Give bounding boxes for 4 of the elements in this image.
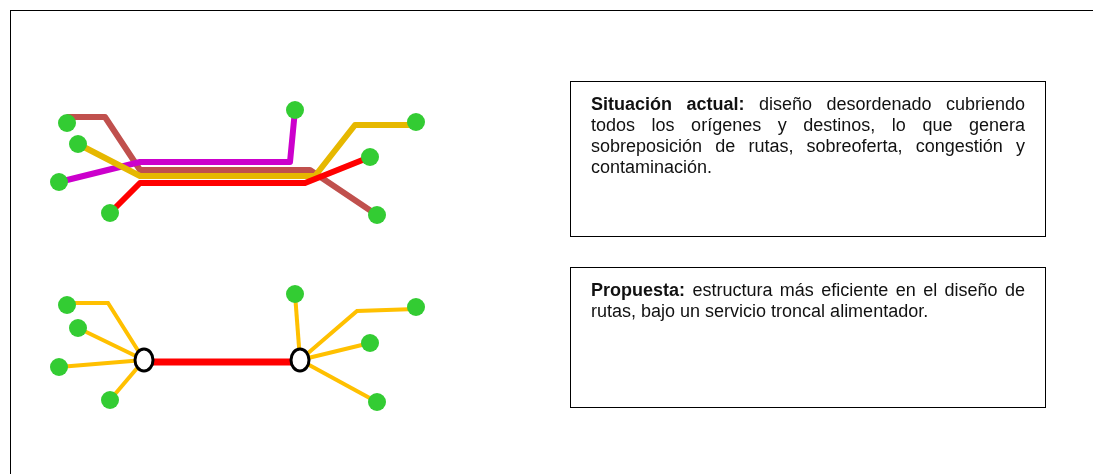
description-text: Situación actual: diseño desordenado cubriendo todos los orígenes y destinos, lo que genera sobreposición de rutas, sobreoferta, congestión y contaminación. [591,94,1025,178]
description-text: Propuesta: estructura más eficiente en el diseño de rutas, bajo un servicio troncal alimentador. [591,280,1025,322]
text-box [570,267,1046,408]
text-box [570,81,1046,237]
